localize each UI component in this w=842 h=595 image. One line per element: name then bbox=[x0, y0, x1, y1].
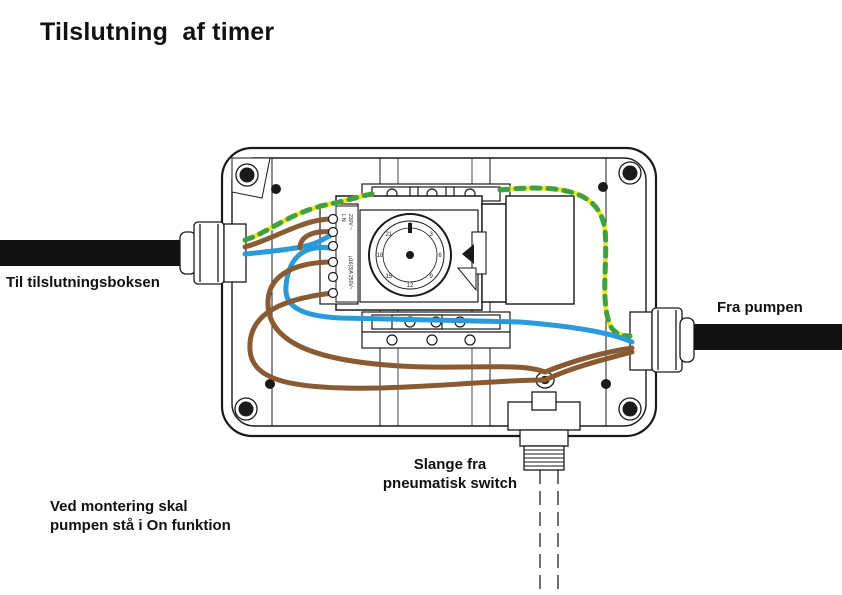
screw-bottom-left bbox=[234, 379, 275, 421]
dial-number: 12 bbox=[407, 283, 414, 289]
mounting-note-line2: pumpen stå i On funktion bbox=[50, 517, 231, 534]
blue-wire bbox=[242, 233, 333, 257]
dial-number: 6 bbox=[438, 253, 442, 259]
right-cable-gland bbox=[629, 307, 695, 373]
screw-top-left bbox=[231, 157, 281, 199]
left-cable-gland bbox=[179, 221, 247, 285]
screw-top-right bbox=[598, 161, 642, 192]
dial-number: 9 bbox=[430, 274, 434, 280]
mounting-note-line1: Ved montering skal bbox=[50, 498, 188, 515]
right-cable bbox=[690, 324, 842, 350]
label-hose-line1: Slange fra bbox=[413, 456, 487, 473]
dial-number: 15 bbox=[385, 274, 392, 280]
label-from-pump: Fra pumpen bbox=[717, 299, 803, 316]
left-cable bbox=[0, 240, 192, 266]
screw-bottom-right bbox=[601, 379, 642, 421]
page-title: Tilslutning af timer bbox=[40, 18, 275, 46]
corner-screws bbox=[231, 157, 642, 421]
timer-rating-label: µ16(3)A 250V~ bbox=[347, 256, 353, 290]
wires bbox=[242, 185, 635, 391]
label-to-junction-box: Til tilslutningsboksen bbox=[6, 274, 160, 291]
timer-module bbox=[319, 195, 575, 311]
dial-number: 3 bbox=[430, 232, 434, 238]
hose-dashed-line bbox=[539, 470, 559, 595]
timer-terminals bbox=[327, 213, 339, 299]
timer-voltage-label: 230V ~ bbox=[347, 214, 353, 230]
label-hose-line2: pneumatisk switch bbox=[382, 475, 518, 492]
timer-ln-label: L N bbox=[340, 214, 346, 222]
dial-number: 21 bbox=[385, 232, 392, 238]
dial-number: 0 bbox=[408, 223, 412, 229]
timer-print: 230V ~ L N µ16(3)A 250V~ bbox=[340, 214, 353, 290]
label-hose: Slange fra pneumatisk switch bbox=[372, 455, 528, 493]
dial-numbers: 0 3 6 9 12 15 18 21 bbox=[377, 223, 443, 289]
dial-number: 18 bbox=[377, 253, 384, 259]
mounting-note: Ved montering skal pumpen stå i On funkt… bbox=[50, 497, 231, 535]
